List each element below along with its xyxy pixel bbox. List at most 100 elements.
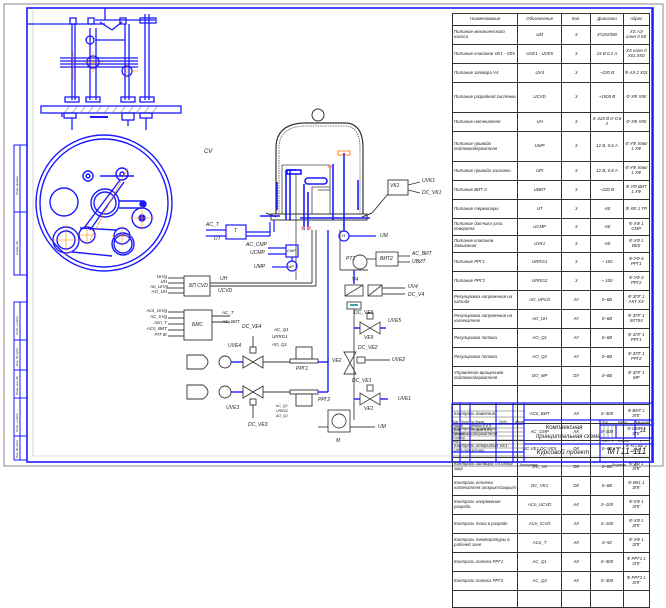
table-cell-name: Контроль температуры в рабочей зоне xyxy=(451,533,519,553)
label-uve2: UVE2 xyxy=(392,357,406,363)
table-cell-range: 0–6В xyxy=(590,476,624,496)
label-uve3: UVE3 xyxy=(226,405,240,411)
table-cell-qty: АК xyxy=(560,404,592,424)
table-cell-qty: АУ xyxy=(560,309,592,329)
table-cell-code: UM xyxy=(517,25,562,45)
table-cell-code xyxy=(517,385,562,405)
table-cell-name xyxy=(451,590,519,608)
table-cell-range: ~220 В xyxy=(590,63,624,83)
table-cell-name: Контроль затвора V4 откр/закр xyxy=(451,457,519,477)
table-cell-qty: АК xyxy=(560,533,592,553)
table-cell-range: 0–50 xyxy=(590,533,624,553)
table-cell-range: 12 В, 0.6 А xyxy=(590,161,624,181)
table-cell-addr: Ф ХФ 1 ВКЕ xyxy=(622,235,651,253)
table-cell-range: ~ 100 xyxy=(590,271,624,291)
substrate-holder-top-view xyxy=(35,134,173,272)
table-cell-qty: АК xyxy=(560,552,592,572)
h-label: H xyxy=(342,233,346,238)
scale-value: 11 xyxy=(640,428,647,434)
table-cell-qty: АК xyxy=(560,514,592,534)
side-stamp-label: Подп. и дата xyxy=(15,316,19,335)
centerlines-round xyxy=(50,167,154,256)
table-cell-name: Питание привода подложкодержателя xyxy=(451,131,519,162)
label-ao-q1: AO_Q1 xyxy=(272,342,288,347)
table-cell-name: Питание клапанов VE1 - VE5 xyxy=(451,44,519,64)
pump-line xyxy=(318,230,410,433)
side-stamp-label: Инв. № дубл. xyxy=(15,347,19,366)
vit2-label: ВИТ2 xyxy=(380,256,393,262)
table-cell-addr: XS ключ 0 Х01.9Х0 xyxy=(622,44,651,64)
table-cell-code: AC_Q1 xyxy=(517,552,562,572)
format-label: Формат xyxy=(612,463,626,467)
table-cell-addr: Ф УФ Х0вл 1 ХФ xyxy=(622,131,651,162)
schematic-canvas xyxy=(3,3,664,467)
label-uh-chamber: UМ xyxy=(380,233,388,239)
table-cell-qty: 3 xyxy=(560,180,592,200)
table-cell-code: ACn_UCVD xyxy=(517,495,562,515)
label-ucvd: UCVD xyxy=(218,288,233,294)
label-bms-ac-t: AC_T xyxy=(222,310,234,315)
signal-spec-table: Наименование Обозначение Кол. Диапазон А… xyxy=(451,13,651,608)
table-cell-addr: Ф ЗПГ 1 АКТ ХХ xyxy=(622,290,651,310)
header-addr: Адрес xyxy=(622,13,651,26)
sheet-label: Лист xyxy=(602,439,610,443)
table-cell-addr: Ф ЗПГ 1 МР xyxy=(622,366,651,386)
table-cell-addr: Ф АЭ 2 Х01 xyxy=(622,63,651,83)
table-cell-name: Питание РРГ2 xyxy=(451,271,519,291)
table-cell-addr: Ф ХО 1 ЗПГ xyxy=(622,457,651,477)
label-urrg1: URRG1 xyxy=(272,334,288,339)
table-cell-code: DC_VK1 xyxy=(517,476,562,496)
table-cell-addr: XS АЭ ключ 0 КЕ xyxy=(622,25,651,45)
header-qty: Кол. xyxy=(560,13,592,26)
table-cell-code: UCVD xyxy=(517,82,562,113)
table-cell-code: AO_UPCD xyxy=(517,290,562,310)
label-um: UM xyxy=(378,424,386,430)
table-cell-name: Питание натекателя xyxy=(451,112,519,132)
table-cell-name: Контроль тока в разряде xyxy=(451,514,519,534)
table-row xyxy=(451,385,651,405)
gas-line-2 xyxy=(186,384,328,418)
table-cell-code: AO_UH xyxy=(517,309,562,329)
title-block-date-col: Дата xyxy=(515,420,524,424)
table-cell-qty: 3 xyxy=(560,199,592,219)
table-cell-code: UВИТ xyxy=(517,180,562,200)
side-stamp-top xyxy=(13,144,28,276)
sheet-number: 1 xyxy=(612,439,614,443)
m-label: M xyxy=(336,438,341,444)
table-cell-code: AC_Q2 xyxy=(517,571,562,591)
mass-label: Масса xyxy=(618,420,627,424)
table-cell-code: UCMP xyxy=(517,218,562,236)
heater-circuit xyxy=(338,230,376,242)
table-cell-addr: Ф ХФ Х90 xyxy=(622,82,651,113)
table-cell-code: DO_MP xyxy=(517,366,562,386)
format-value: A2 xyxy=(634,463,639,467)
label-ac-q1: AC_Q1 xyxy=(274,327,289,332)
cmp-label: CMP xyxy=(287,248,296,253)
title-block-doc-col: № докум. Иванов И.И.В. Петров П.П.В. xyxy=(471,420,494,432)
t-block-label: T xyxy=(234,228,238,234)
side-stamp-label: Справ. № xyxy=(15,241,19,255)
table-cell-qty xyxy=(560,590,592,608)
table-cell-qty: 3 xyxy=(560,218,592,236)
label-ve2: VE2 xyxy=(332,358,342,364)
table-cell-addr: Ф ВК1 1 ЗПГ xyxy=(622,476,651,496)
table-cell-range: 24 В 0.2 А xyxy=(590,44,624,64)
label-ve5: VE5 xyxy=(364,335,374,341)
table-cell-addr: Ф УФ Х0вл 1 ХФ xyxy=(622,161,651,181)
table-cell-range xyxy=(590,590,624,608)
label-bms-ac-vit: AC_ВИТ xyxy=(222,319,240,324)
bms-inputs: Acn_UrVg AC_IrVg Acn_T ACn_ВИТ PIT IE xyxy=(146,308,167,337)
side-stamp-bottom xyxy=(13,301,28,461)
label-ac-q2: AC_Q2 xyxy=(276,404,288,408)
table-cell-range: 0–6В xyxy=(590,328,624,348)
